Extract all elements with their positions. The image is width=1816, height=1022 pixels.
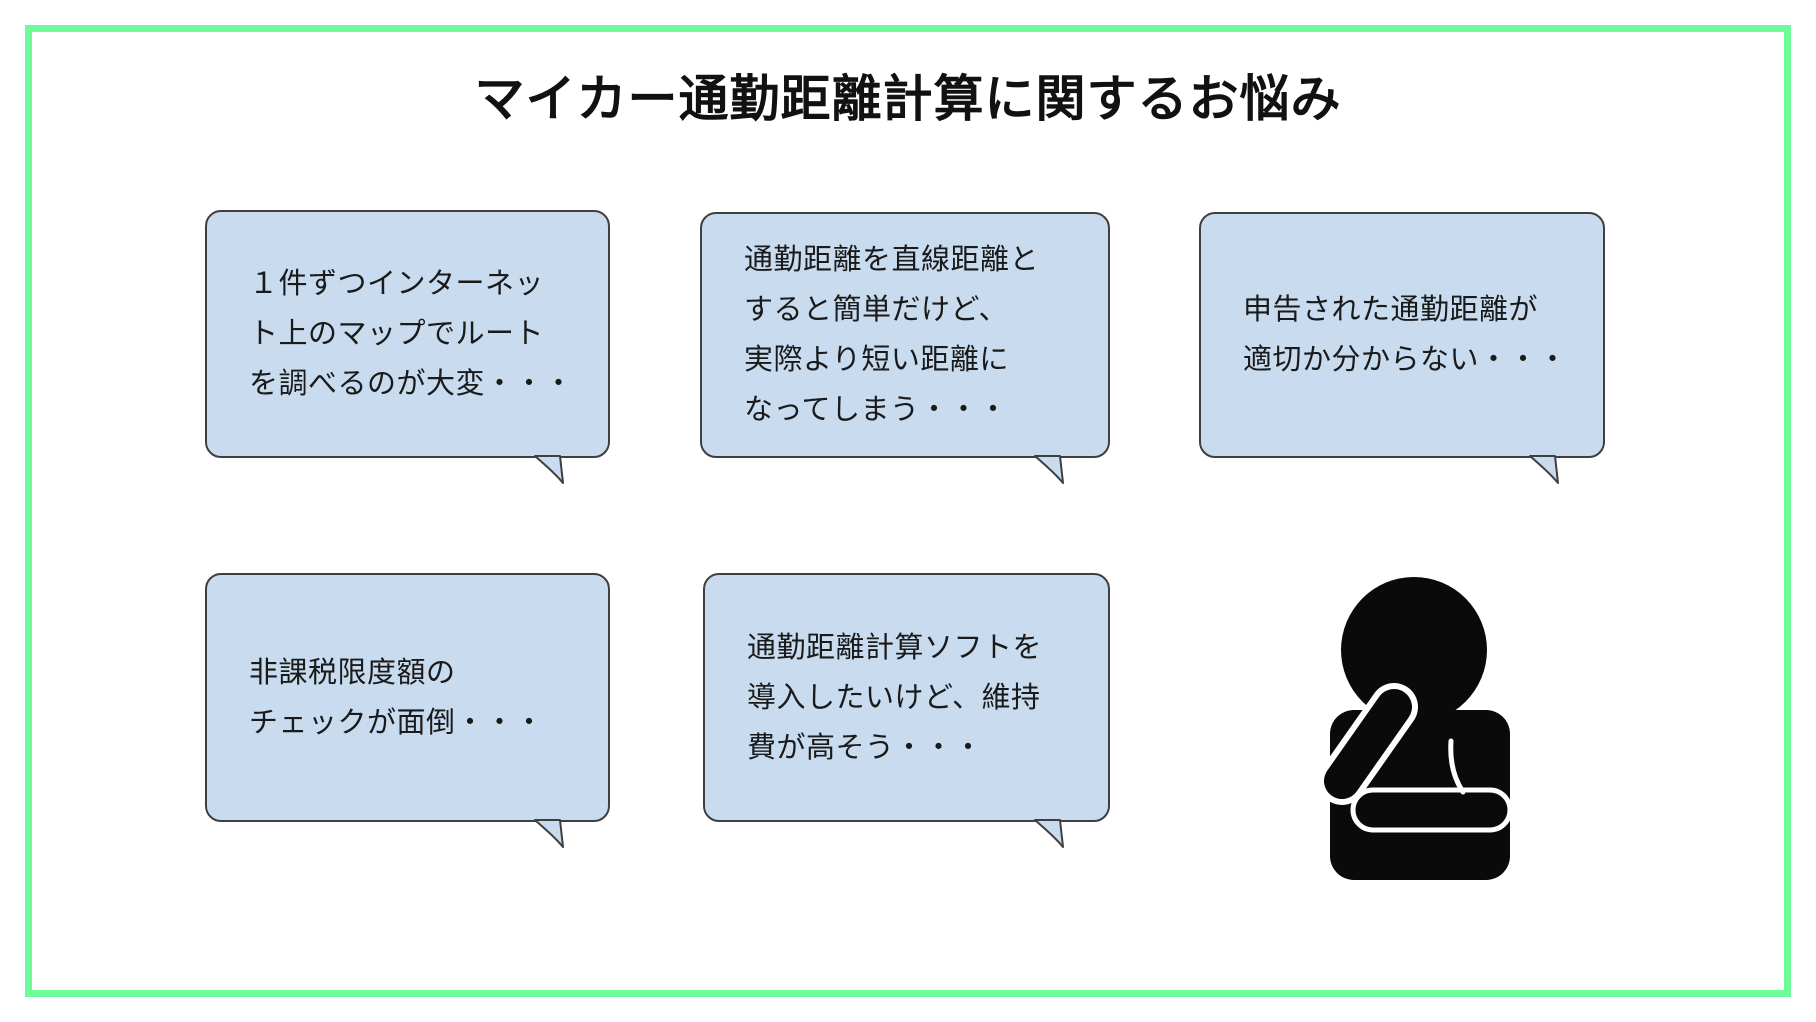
speech-bubble-straight-line-distance: 通勤距離を直線距離と すると簡単だけど、 実際より短い距離に なってしまう・・・ xyxy=(700,212,1110,484)
speech-bubble-tax-exempt-limit: 非課税限度額の チェックが面倒・・・ xyxy=(205,573,610,848)
speech-bubble-map-lookup: １件ずつインターネッ ト上のマップでルート を調べるのが大変・・・ xyxy=(205,210,610,484)
speech-bubble-reported-distance: 申告された通勤距離が 適切か分からない・・・ xyxy=(1199,212,1605,484)
speech-bubble-text: 通勤距離を直線距離と すると簡単だけど、 実際より短い距離に なってしまう・・・ xyxy=(744,244,1040,426)
speech-bubble-text: １件ずつインターネッ ト上のマップでルート を調べるのが大変・・・ xyxy=(249,268,574,400)
green-border-frame xyxy=(25,25,1791,997)
page-title: マイカー通勤距離計算に関するお悩み xyxy=(474,71,1342,127)
speech-bubble-tail xyxy=(1529,455,1559,484)
speech-bubble-text: 非課税限度額の チェックが面倒・・・ xyxy=(249,656,545,739)
thinking-person-icon xyxy=(1320,577,1513,880)
speech-bubble-tail xyxy=(534,455,564,484)
speech-bubble-text: 申告された通勤距離が 適切か分からない・・・ xyxy=(1243,294,1568,376)
speech-bubble-tail xyxy=(1034,819,1064,848)
speech-bubble-tail xyxy=(534,819,564,848)
speech-bubble-tail xyxy=(1034,455,1064,484)
speech-bubble-software-cost: 通勤距離計算ソフトを 導入したいけど、維持 費が高そう・・・ xyxy=(703,573,1110,848)
speech-bubble-text: 通勤距離計算ソフトを 導入したいけど、維持 費が高そう・・・ xyxy=(747,631,1043,764)
